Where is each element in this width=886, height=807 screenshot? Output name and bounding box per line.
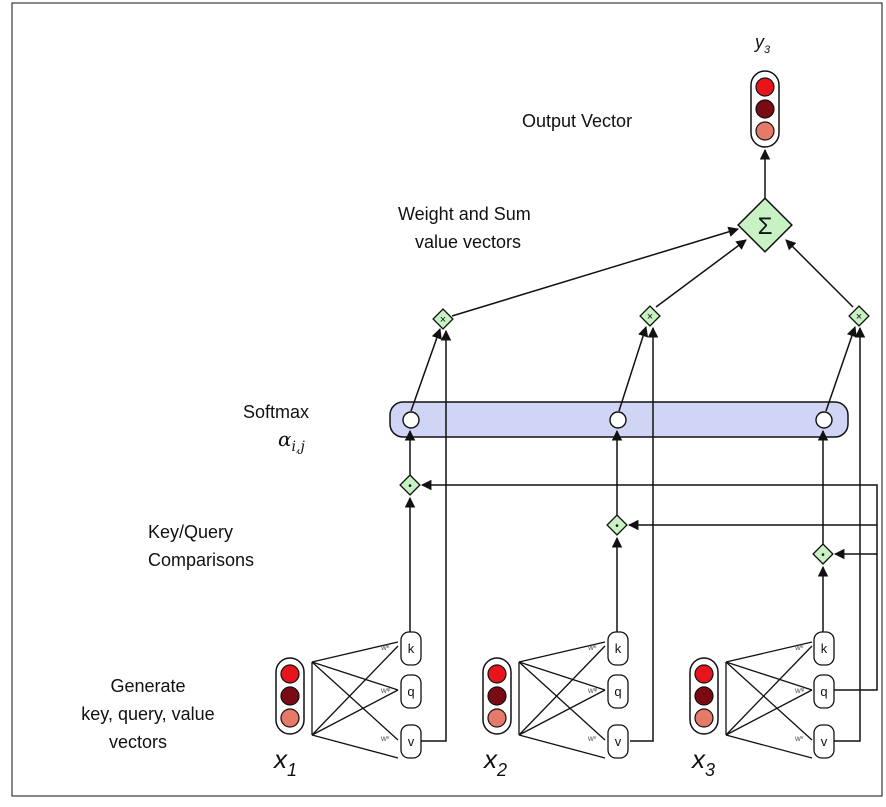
svg-text:q: q	[407, 684, 414, 699]
keyquery-label-line2: Comparisons	[148, 550, 254, 570]
value-vector-3: v	[813, 724, 835, 759]
multiply-node-2: ×	[639, 305, 661, 327]
input-1-cell-2	[280, 686, 300, 706]
weight-sum-label-line1: Weight and Sum	[398, 204, 531, 224]
dot-node-2: •	[606, 514, 628, 536]
input-label-1: x1	[272, 744, 297, 780]
weight-k-3: wᵏ	[794, 643, 804, 652]
key-vector-2: k	[607, 631, 629, 666]
generate-label-line2: key, query, value	[81, 704, 214, 724]
arrow-softmax2-to-mult2	[618, 326, 649, 412]
weight-block-3	[725, 641, 813, 759]
arrow-mult3-to-sum	[785, 239, 854, 308]
svg-text:•: •	[615, 521, 619, 532]
softmax-label: Softmax	[243, 402, 309, 422]
weight-v-1: wᵛ	[380, 734, 390, 743]
weight-sum-label-line2: value vectors	[415, 232, 521, 252]
arrow-softmax3-to-mult3	[825, 326, 857, 412]
svg-text:v: v	[821, 734, 828, 749]
input-label-2: x2	[482, 744, 507, 780]
input-1-cell-3	[280, 708, 300, 728]
input-label-3: x3	[690, 744, 715, 780]
input-group-2: wᵏ wᵠ wᵛ k q v x2	[482, 631, 629, 780]
output-label: y3	[753, 32, 771, 56]
value-line-1	[421, 329, 452, 742]
input-vector-2	[482, 657, 512, 735]
multiply-node-3: ×	[848, 305, 870, 327]
query-vector-1: q	[400, 674, 422, 709]
softmax-node-3	[815, 411, 833, 429]
value-line-2	[630, 326, 659, 742]
weight-block-1	[311, 641, 399, 759]
weight-k-1: wᵏ	[380, 643, 390, 652]
svg-text:q: q	[820, 684, 827, 699]
query-vector-2: q	[607, 674, 629, 709]
keyquery-label-line1: Key/Query	[148, 522, 233, 542]
softmax-node-2	[609, 411, 627, 429]
sum-node: Σ	[737, 197, 793, 253]
svg-text:k: k	[615, 641, 622, 656]
input-1-cell-1	[280, 664, 300, 684]
svg-text:q: q	[614, 684, 621, 699]
svg-text:•: •	[408, 481, 412, 492]
dot-node-1: •	[399, 474, 421, 496]
input-group-3: wᵏ wᵠ wᵛ k q v x3	[689, 631, 835, 780]
output-cell-3	[755, 121, 775, 141]
sigma-symbol: Σ	[758, 213, 773, 240]
svg-text:v: v	[408, 734, 415, 749]
weight-k-2: wᵏ	[587, 643, 597, 652]
input-2-cell-3	[487, 708, 507, 728]
input-3-cell-3	[694, 708, 714, 728]
arrow-mult2-to-sum	[655, 239, 747, 308]
value-vector-2: v	[607, 724, 629, 759]
arrow-softmax1-to-mult1	[410, 328, 442, 412]
weight-q-3: wᵠ	[794, 686, 805, 695]
weight-q-2: wᵠ	[587, 686, 598, 695]
input-vector-3	[689, 657, 719, 735]
dot-node-3: •	[812, 543, 834, 565]
output-cell-1	[755, 77, 775, 97]
query-vector-3: q	[813, 674, 835, 709]
figure-border	[11, 2, 883, 797]
query-route	[420, 479, 878, 691]
weight-block-2	[518, 641, 606, 759]
svg-text:×: ×	[856, 311, 862, 323]
input-3-cell-1	[694, 664, 714, 684]
arrow-mult1-to-sum	[451, 226, 740, 317]
key-vector-1: k	[400, 631, 422, 666]
svg-text:•: •	[821, 550, 825, 561]
input-2-cell-2	[487, 686, 507, 706]
output-cell-2	[755, 99, 775, 119]
value-vector-1: v	[400, 724, 422, 759]
weight-q-1: wᵠ	[380, 686, 391, 695]
generate-label-line1: Generate	[110, 676, 185, 696]
value-line-3	[834, 326, 866, 742]
svg-text:k: k	[821, 641, 828, 656]
key-vector-3: k	[813, 631, 835, 666]
svg-text:v: v	[615, 734, 622, 749]
output-vector	[750, 70, 780, 148]
svg-text:×: ×	[440, 314, 446, 326]
svg-text:×: ×	[647, 311, 653, 323]
softmax-node-1	[402, 411, 420, 429]
output-vector-label: Output Vector	[522, 111, 632, 131]
input-2-cell-1	[487, 664, 507, 684]
alpha-label: αi,j	[278, 427, 305, 455]
input-3-cell-2	[694, 686, 714, 706]
weight-v-3: wᵛ	[794, 734, 804, 743]
generate-label-line3: vectors	[109, 732, 167, 752]
input-group-1: wᵏ wᵠ wᵛ k q v x1	[272, 631, 422, 780]
weight-v-2: wᵛ	[587, 734, 597, 743]
svg-text:k: k	[408, 641, 415, 656]
input-vector-1	[275, 657, 305, 735]
multiply-node-1: ×	[432, 308, 454, 330]
